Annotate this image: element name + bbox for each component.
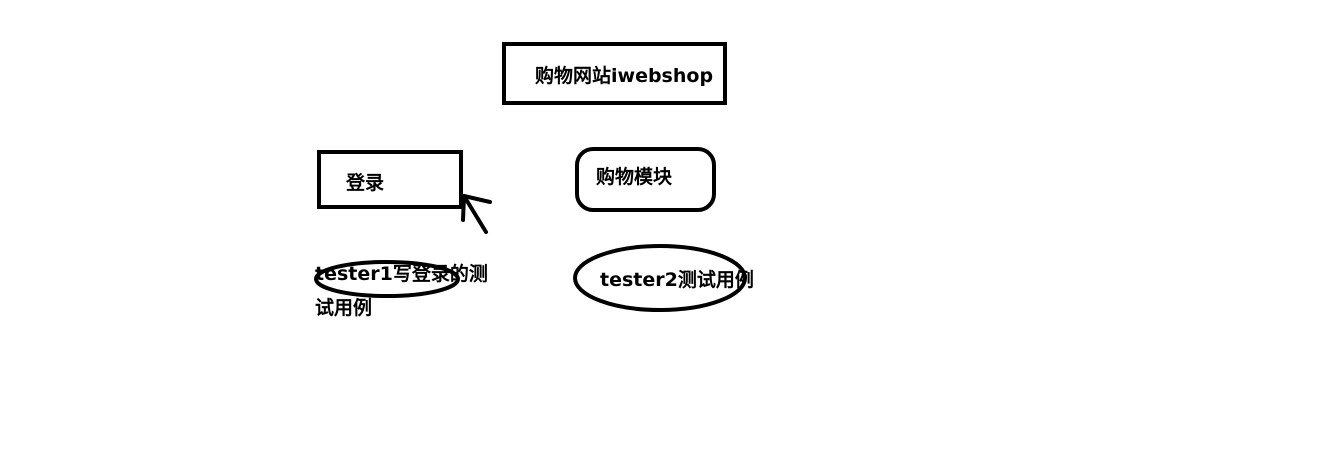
shopping-module-box xyxy=(575,147,716,212)
arrow-icon xyxy=(461,194,492,234)
login-box xyxy=(317,150,463,209)
shopping-module-label: 购物模块 xyxy=(596,166,673,188)
title-box-label: 购物网站iwebshop xyxy=(535,65,714,87)
tester1-ellipse xyxy=(314,260,460,298)
tester2-ellipse xyxy=(573,244,747,312)
tester1-note-line1: tester1写登录的测 xyxy=(315,263,488,285)
tester1-note-line2: 试用例 xyxy=(315,297,373,319)
login-box-label: 登录 xyxy=(346,172,385,194)
tester2-note-label: tester2测试用例 xyxy=(600,269,754,291)
title-box xyxy=(502,42,727,105)
